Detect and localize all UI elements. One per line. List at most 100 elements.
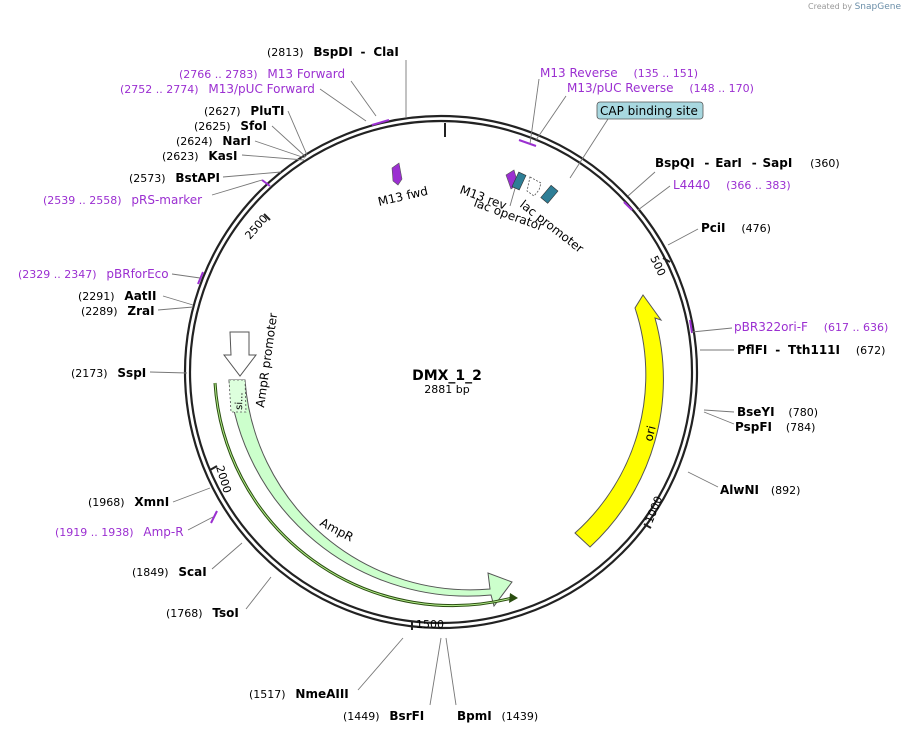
- backbone-inner: [188, 119, 694, 625]
- leader-xmni: [172, 487, 211, 503]
- leader-pcii: [667, 228, 699, 246]
- site-bseyi-pos: (780): [788, 406, 818, 419]
- ampr-promoter-arrow: [222, 331, 258, 377]
- leader-m13-reverse: [529, 78, 540, 145]
- leader-nmeaiii: [357, 637, 404, 691]
- primer-m13-puc-reverse-pos: (148 .. 170): [689, 82, 754, 95]
- site-pspfi: PspFI (784): [735, 420, 815, 434]
- site-aatii-name: AatII: [124, 289, 156, 303]
- cap-binding-site-feature: [540, 184, 559, 204]
- primer-amp-r-pos: (1919 .. 1938): [55, 526, 134, 539]
- site-bstapi-name: BstAPI: [175, 171, 220, 185]
- leader-prs-marker: [211, 179, 263, 196]
- site-bseyi: BseYI (780): [737, 405, 818, 419]
- primer-pbrforeco-pos: (2329 .. 2347): [18, 268, 97, 281]
- site-sep-2: -: [775, 343, 780, 357]
- site-bstapi-pos: (2573): [129, 172, 166, 185]
- leader-cap-site: [569, 118, 609, 179]
- credit-prefix: Created by: [808, 2, 853, 11]
- site-sspi-pos: (2173): [71, 367, 108, 380]
- primer-mark-pbrforeco: [197, 271, 204, 285]
- leader-aatii: [162, 295, 194, 306]
- site-nmeaiii-pos: (1517): [249, 688, 286, 701]
- primer-mark-prs-marker: [261, 179, 271, 187]
- site-bspqi-name: BspQI: [655, 156, 695, 170]
- site-kasi: (2623) KasI: [162, 149, 237, 163]
- site-pluti: (2627) PluTI: [204, 104, 285, 118]
- site-pcii-pos: (476): [741, 222, 771, 235]
- site-bspdi-name: BspDI: [313, 45, 352, 59]
- leader-pbrforeco: [171, 273, 201, 279]
- site-bspdi-pos: (2813): [267, 46, 304, 59]
- ampr-strand-highlight: [214, 382, 513, 607]
- signal-label: si...: [234, 392, 246, 410]
- site-zrai: (2289) ZraI: [81, 304, 155, 318]
- snapgene-brand: SnapGene: [854, 2, 901, 12]
- site-bpmi-name: BpmI: [457, 709, 492, 723]
- site-pflfi-pos: (672): [856, 344, 886, 357]
- site-sfoi-name: SfoI: [240, 119, 267, 133]
- tick-mark-1000: [643, 523, 652, 529]
- leader-amp-r: [187, 516, 214, 531]
- leader-pspfi: [703, 411, 735, 425]
- site-zrai-name: ZraI: [127, 304, 154, 318]
- site-bpmi: BpmI (1439): [457, 709, 538, 723]
- primer-l4440: L4440 (366 .. 383): [673, 178, 791, 192]
- site-sep-1: -: [361, 45, 366, 59]
- site-kasi-name: KasI: [208, 149, 237, 163]
- site-aatii-pos: (2291): [78, 290, 115, 303]
- site-alwni-pos: (892): [771, 484, 801, 497]
- site-nari-name: NarI: [222, 134, 251, 148]
- primer-m13-forward: (2766 .. 2783) M13 Forward: [179, 67, 345, 81]
- site-bsrfi: (1449) BsrFI: [343, 709, 424, 723]
- site-sspi-name: SspI: [117, 366, 146, 380]
- leader-bsrfi: [429, 637, 442, 706]
- primer-amp-r-name: Amp-R: [143, 525, 183, 539]
- site-pspfi-name: PspFI: [735, 420, 772, 434]
- primer-pbr322ori-f: pBR322ori-F (617 .. 636): [734, 320, 888, 334]
- site-xmni-pos: (1968): [88, 496, 125, 509]
- site-alwni-name: AlwNI: [720, 483, 759, 497]
- ampr-feature: [228, 379, 513, 608]
- primer-mark-amp-r: [210, 510, 218, 524]
- leader-nari: [254, 140, 306, 159]
- site-xmni-name: XmnI: [134, 495, 169, 509]
- primer-m13-puc-reverse: M13/pUC Reverse (148 .. 170): [567, 81, 754, 95]
- primer-m13-puc-forward: (2752 .. 2774) M13/pUC Forward: [120, 82, 315, 96]
- site-scai-name: ScaI: [178, 565, 206, 579]
- leader-m13-forward: [350, 80, 377, 117]
- ori-label: ori: [641, 424, 658, 443]
- site-sep-3: -: [704, 156, 709, 170]
- site-pluti-name: PluTI: [250, 104, 284, 118]
- primer-m13-reverse-pos: (135 .. 151): [634, 67, 699, 80]
- primer-l4440-pos: (366 .. 383): [726, 179, 791, 192]
- plasmid-length: 2881 bp: [424, 383, 469, 396]
- site-sfoi: (2625) SfoI: [194, 119, 267, 133]
- leader-pbr322ori: [691, 327, 733, 333]
- leader-zrai: [157, 306, 194, 311]
- primer-m13-reverse: M13 Reverse (135 .. 151): [540, 66, 698, 80]
- leader-sspi: [149, 371, 188, 374]
- primer-m13-puc-forward-name: M13/pUC Forward: [208, 82, 315, 96]
- primer-amp-r: (1919 .. 1938) Amp-R: [55, 525, 184, 539]
- site-scai-pos: (1849): [132, 566, 169, 579]
- plasmid-name: DMX_1_2: [412, 368, 482, 384]
- site-clai-name: ClaI: [373, 45, 398, 59]
- leader-sfoi: [271, 125, 307, 158]
- site-bstapi: (2573) BstAPI: [129, 171, 220, 185]
- lac-promoter-feature: [526, 176, 542, 197]
- tick-mark-2000: [209, 465, 218, 471]
- primer-mark-pbr322ori: [689, 319, 693, 334]
- site-bpmi-pos: (1439): [502, 710, 539, 723]
- ampr-strand-arrowhead: [509, 593, 518, 603]
- site-tsoi-pos: (1768): [166, 607, 203, 620]
- site-tsoi-name: TsoI: [212, 606, 238, 620]
- primer-mark-m13-forward: [371, 119, 390, 126]
- site-xmni: (1968) XmnI: [88, 495, 169, 509]
- primer-m13-forward-pos: (2766 .. 2783): [179, 68, 258, 81]
- site-bspqi-pos: (360): [810, 157, 840, 170]
- site-bspqi: BspQI - EarI - SapI (360): [655, 156, 840, 170]
- primer-prs-marker-name: pRS-marker: [131, 193, 202, 207]
- tick-mark-2500: [263, 213, 271, 221]
- primer-prs-marker: (2539 .. 2558) pRS-marker: [43, 193, 202, 207]
